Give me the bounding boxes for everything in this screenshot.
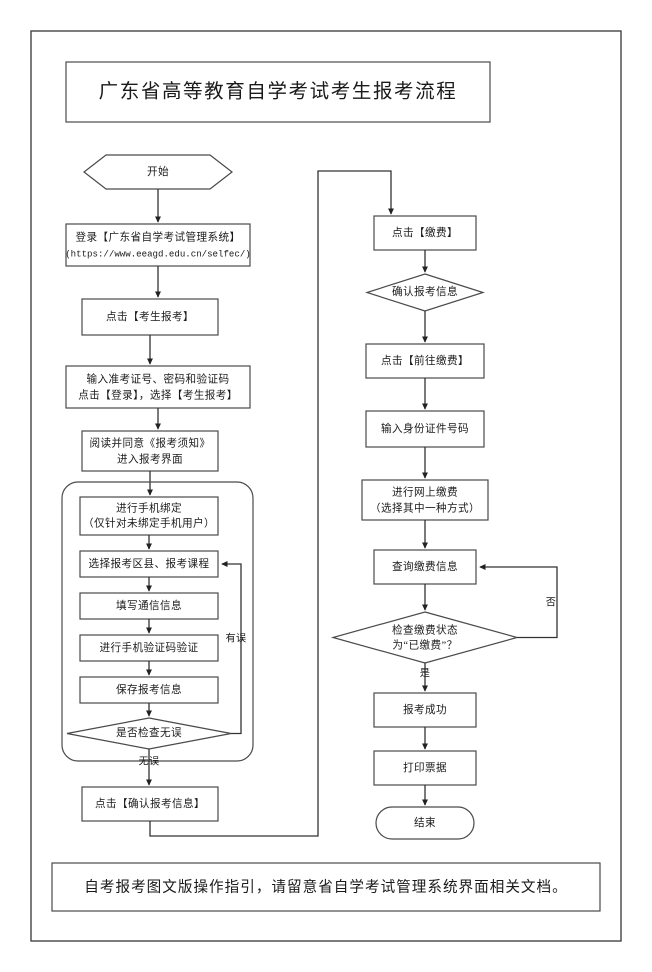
node-end-shape bbox=[375, 806, 475, 840]
node-goto-pay-label: 点击【前往缴费】 bbox=[381, 354, 469, 367]
edge-label-no-error: 无误 bbox=[139, 755, 160, 767]
node-login-label: 登录【广东省自学考试管理系统】 bbox=[76, 230, 241, 243]
node-bind-phone-label: 进行手机绑定 bbox=[116, 501, 182, 514]
node-input-cred-sublabel: 点击【登录】，选择【考生报考】 bbox=[78, 388, 238, 401]
node-input-cred-label: 输入准考证号、密码和验证码 bbox=[87, 372, 230, 385]
node-online-pay-sublabel: （选择其中一种方式） bbox=[370, 501, 480, 514]
node-click-pay-label: 点击【缴费】 bbox=[392, 226, 458, 239]
node-query-pay-label: 查询缴费信息 bbox=[392, 560, 458, 573]
node-end-label: 结束 bbox=[414, 816, 436, 829]
edge-label-no: 否 bbox=[546, 596, 557, 608]
title-block: 广东省高等教育自学考试考生报考流程 bbox=[65, 61, 491, 123]
edge-check-status-no-loop bbox=[479, 564, 558, 639]
node-reg-success-label: 报考成功 bbox=[403, 703, 447, 716]
node-fill-contact-label: 填写通信信息 bbox=[116, 599, 182, 612]
node-bind-phone-sublabel: （仅针对未绑定手机用户） bbox=[83, 516, 215, 529]
node-check-ok-label: 是否检查无误 bbox=[116, 726, 182, 739]
group-container-registration bbox=[61, 481, 254, 762]
node-print-ticket-label: 打印票据 bbox=[403, 761, 447, 774]
edge-confirm-info-to-click-pay bbox=[149, 170, 394, 837]
node-start: 开始 bbox=[83, 154, 233, 190]
node-online-pay-label: 进行网上缴费 bbox=[392, 485, 458, 498]
edge-check-ok-error-loop bbox=[221, 561, 242, 735]
node-choose-area-label: 选择报考区县、报考课程 bbox=[89, 557, 210, 570]
title-box bbox=[65, 61, 491, 123]
node-end: 结束 bbox=[375, 806, 475, 840]
node-check-status-sublabel: 为“已缴费”？ bbox=[392, 638, 457, 651]
page-title: 广东省高等教育自学考试考生报考流程 bbox=[99, 80, 458, 102]
node-read-notice-label: 阅读并同意《报考须知》 bbox=[90, 436, 211, 449]
node-click-exam-label: 点击【考生报考】 bbox=[106, 310, 194, 323]
node-confirm-reg-label: 确认报考信息 bbox=[392, 285, 458, 298]
node-login-url: (https://www.eeagd.edu.cn/selfec/) bbox=[65, 248, 251, 259]
footer-box bbox=[51, 862, 601, 912]
footer-note: 自考报考图文版操作指引，请留意省自学考试管理系统界面相关文档。 bbox=[84, 877, 567, 895]
node-save-info-label: 保存报考信息 bbox=[116, 683, 182, 696]
node-verify-sms-label: 进行手机验证码验证 bbox=[100, 641, 199, 654]
node-input-cred: 输入准考证号、密码和验证码 点击【登录】，选择【考生报考】 bbox=[65, 365, 251, 409]
start-hexagon-shape bbox=[83, 154, 233, 190]
footer-block: 自考报考图文版操作指引，请留意省自学考试管理系统界面相关文档。 bbox=[51, 862, 601, 912]
node-confirm-info-label: 点击【确认报考信息】 bbox=[95, 797, 205, 810]
node-bind-phone: 进行手机绑定 （仅针对未绑定手机用户） bbox=[79, 496, 219, 536]
node-input-id-label: 输入身份证件号码 bbox=[381, 422, 469, 435]
page-border bbox=[30, 30, 622, 942]
node-check-status-label: 检查缴费状态 bbox=[392, 623, 458, 636]
edge-label-error: 有误 bbox=[226, 631, 247, 644]
node-start-label: 开始 bbox=[147, 165, 169, 178]
node-read-notice-sublabel: 进入报考界面 bbox=[117, 452, 183, 465]
edge-label-yes: 是 bbox=[420, 667, 431, 679]
